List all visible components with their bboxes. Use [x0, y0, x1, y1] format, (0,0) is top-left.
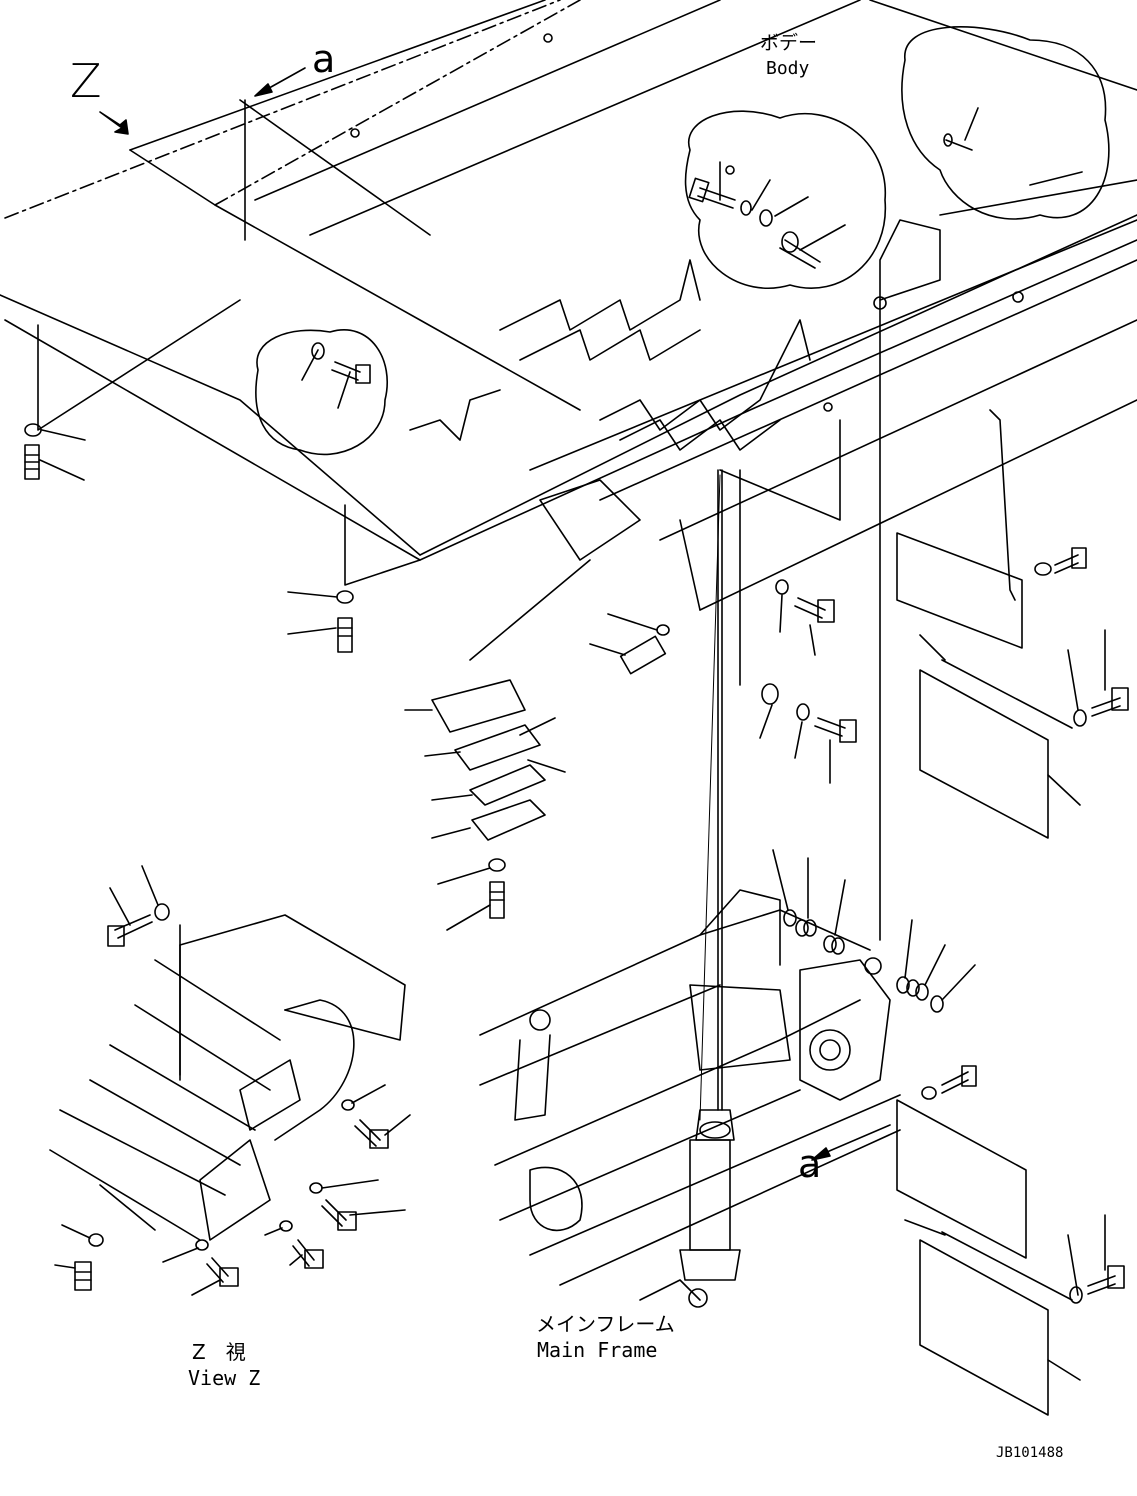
frame-pin-fasteners [759, 579, 857, 784]
section-a-top-label: a [312, 37, 336, 81]
body-assembly [0, 0, 1137, 941]
body-label-jp: ボデー [760, 32, 818, 54]
body-mount-fasteners [24, 423, 354, 653]
mud-flap-lower [811, 1065, 1125, 1416]
pin-washer-stacks [772, 849, 976, 1013]
drawing-number: JB101488 [996, 1445, 1064, 1461]
section-a-bottom-label: a [798, 1142, 822, 1186]
shim-stack [404, 613, 670, 931]
view-z-label-en: View Z [188, 1366, 261, 1390]
main-frame-assembly [479, 469, 901, 1308]
body-label-en: Body [766, 58, 810, 79]
view-z-assembly [49, 865, 411, 1296]
main-frame-label-en: Main Frame [537, 1338, 658, 1362]
main-frame-label-jp: メインフレーム [536, 1312, 675, 1336]
z-view-marker: Z [70, 54, 102, 108]
mud-flap-upper [896, 532, 1129, 839]
view-z-label-jp: Z 視 [192, 1340, 246, 1364]
